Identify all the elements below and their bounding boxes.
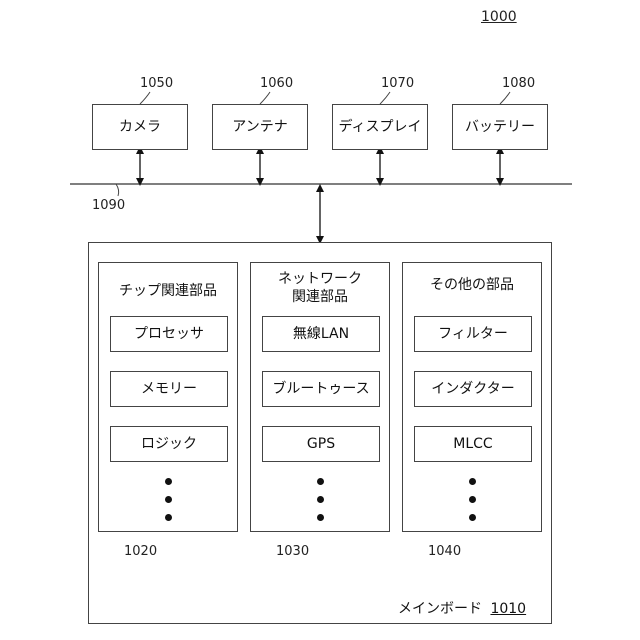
ellipsis-dot xyxy=(165,478,172,485)
chip-components-title: チップ関連部品 xyxy=(98,282,238,300)
mlcc-label: MLCC xyxy=(453,435,492,453)
bluetooth-box: ブルートゥース xyxy=(262,371,380,407)
ellipsis-dot xyxy=(317,496,324,503)
bus-ref: 1090 xyxy=(92,198,125,213)
inductor-label: インダクター xyxy=(431,380,514,398)
ellipsis-dot xyxy=(469,496,476,503)
display-box: ディスプレイ xyxy=(332,104,428,150)
network-components-title-line2: 関連部品 xyxy=(250,288,390,306)
ref-leader-1050 xyxy=(140,92,150,104)
ellipsis-dot xyxy=(317,478,324,485)
camera-box: カメラ xyxy=(92,104,188,150)
processor-box: プロセッサ xyxy=(110,316,228,352)
filter-label: フィルター xyxy=(438,325,508,343)
antenna-label: アンテナ xyxy=(232,118,287,136)
display-ref: 1070 xyxy=(381,76,414,91)
chip-components-ref: 1020 xyxy=(124,544,157,559)
mainboard-label: メインボード xyxy=(398,601,482,617)
memory-label: メモリー xyxy=(141,380,197,398)
gps-box: GPS xyxy=(262,426,380,462)
bluetooth-label: ブルートゥース xyxy=(272,380,369,398)
logic-label: ロジック xyxy=(141,435,197,453)
other-components-ref: 1040 xyxy=(428,544,461,559)
bus-ref-leader xyxy=(116,184,119,196)
processor-label: プロセッサ xyxy=(134,325,204,343)
mainboard-caption: メインボード 1010 xyxy=(398,598,526,618)
ref-leader-1060 xyxy=(260,92,270,104)
display-label: ディスプレイ xyxy=(338,118,421,136)
wireless-lan-label: 無線LAN xyxy=(293,325,349,343)
inductor-box: インダクター xyxy=(414,371,532,407)
ref-leader-1080 xyxy=(500,92,510,104)
ellipsis-dot xyxy=(469,514,476,521)
logic-box: ロジック xyxy=(110,426,228,462)
mainboard-ref: 1010 xyxy=(490,601,526,617)
camera-label: カメラ xyxy=(119,118,161,136)
ellipsis-dot xyxy=(165,496,172,503)
antenna-box: アンテナ xyxy=(212,104,308,150)
figure-ref: 1000 xyxy=(481,9,517,25)
battery-label: バッテリー xyxy=(465,118,535,136)
network-components-ref: 1030 xyxy=(276,544,309,559)
wireless-lan-box: 無線LAN xyxy=(262,316,380,352)
gps-label: GPS xyxy=(307,435,335,453)
ref-leader-1070 xyxy=(380,92,390,104)
camera-ref: 1050 xyxy=(140,76,173,91)
ellipsis-dot xyxy=(165,514,172,521)
memory-box: メモリー xyxy=(110,371,228,407)
filter-box: フィルター xyxy=(414,316,532,352)
antenna-ref: 1060 xyxy=(260,76,293,91)
ellipsis-dot xyxy=(317,514,324,521)
battery-box: バッテリー xyxy=(452,104,548,150)
battery-ref: 1080 xyxy=(502,76,535,91)
mlcc-box: MLCC xyxy=(414,426,532,462)
ellipsis-dot xyxy=(469,478,476,485)
other-components-title: その他の部品 xyxy=(402,276,542,294)
network-components-title-line1: ネットワーク xyxy=(250,270,390,288)
